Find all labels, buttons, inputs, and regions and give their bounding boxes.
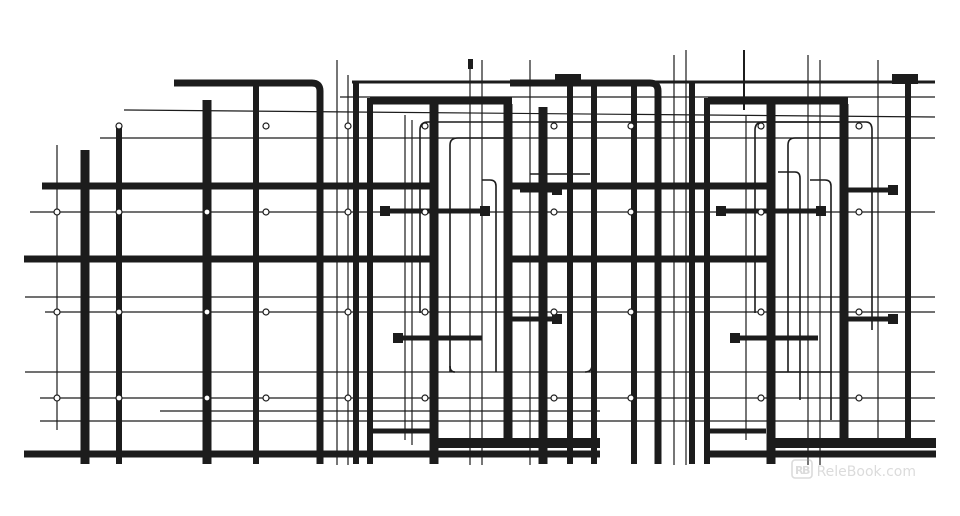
valve-marker bbox=[262, 394, 270, 402]
valve-marker bbox=[344, 122, 352, 130]
svg-text:R: R bbox=[795, 464, 804, 477]
loop-routes bbox=[419, 121, 873, 420]
main-vertical-pipes bbox=[80, 100, 849, 464]
valve-marker bbox=[115, 308, 123, 316]
valve-marker bbox=[421, 208, 429, 216]
valve-marker bbox=[627, 394, 635, 402]
valve-marker bbox=[203, 394, 211, 402]
valve-marker bbox=[550, 394, 558, 402]
fitting-block bbox=[892, 74, 918, 84]
rb-logo-icon: R B bbox=[790, 459, 813, 484]
bent-pipe bbox=[174, 79, 324, 464]
valve-marker bbox=[550, 208, 558, 216]
thin-horizontal-lines bbox=[25, 96, 936, 422]
loop-route bbox=[449, 137, 505, 372]
fitting-block bbox=[393, 333, 403, 343]
valve-marker bbox=[855, 308, 863, 316]
fitting-block bbox=[816, 206, 826, 216]
valve-marker bbox=[421, 122, 429, 130]
loop-route bbox=[778, 171, 801, 400]
valve-marker bbox=[550, 122, 558, 130]
watermark: R B ReleBook.com bbox=[790, 459, 916, 484]
fitting-block bbox=[888, 185, 898, 195]
valve-marker bbox=[757, 308, 765, 316]
valve-marker bbox=[344, 208, 352, 216]
valve-marker bbox=[627, 208, 635, 216]
loop-route bbox=[419, 121, 842, 313]
valve-marker bbox=[53, 308, 61, 316]
valve-markers bbox=[53, 122, 863, 402]
valve-marker bbox=[53, 394, 61, 402]
valve-marker bbox=[262, 308, 270, 316]
valve-marker bbox=[757, 122, 765, 130]
fittings bbox=[380, 59, 918, 343]
fitting-block bbox=[552, 314, 562, 324]
valve-marker bbox=[53, 208, 61, 216]
valve-marker bbox=[550, 308, 558, 316]
branch-pipes bbox=[372, 187, 898, 434]
fitting-block bbox=[555, 74, 581, 84]
secondary-vertical-pipes bbox=[116, 78, 911, 464]
valve-marker bbox=[421, 308, 429, 316]
valve-marker bbox=[855, 122, 863, 130]
valve-marker bbox=[757, 394, 765, 402]
valve-marker bbox=[627, 122, 635, 130]
loop-route bbox=[787, 137, 842, 372]
valve-marker bbox=[262, 122, 270, 130]
valve-marker bbox=[115, 394, 123, 402]
valve-marker bbox=[855, 394, 863, 402]
fitting-block bbox=[552, 185, 562, 195]
fitting-block bbox=[480, 206, 490, 216]
bent-pipe bbox=[510, 79, 662, 464]
fitting-block bbox=[888, 314, 898, 324]
loop-route bbox=[449, 365, 456, 373]
valve-marker bbox=[855, 208, 863, 216]
pipe-network bbox=[24, 50, 936, 465]
svg-text:B: B bbox=[802, 464, 810, 477]
loop-route bbox=[482, 179, 497, 372]
valve-marker bbox=[757, 208, 765, 216]
valve-marker bbox=[262, 208, 270, 216]
valve-marker bbox=[627, 308, 635, 316]
main-horizontal-pipes bbox=[24, 80, 936, 458]
valve-marker bbox=[421, 394, 429, 402]
valve-marker bbox=[115, 208, 123, 216]
watermark-text: ReleBook.com bbox=[816, 463, 916, 480]
valve-marker bbox=[115, 122, 123, 130]
fitting-block bbox=[380, 206, 390, 216]
valve-marker bbox=[203, 208, 211, 216]
fitting-block bbox=[468, 59, 473, 69]
loop-route bbox=[754, 121, 873, 330]
valve-marker bbox=[203, 308, 211, 316]
valve-marker bbox=[344, 394, 352, 402]
valve-marker bbox=[344, 308, 352, 316]
fitting-block bbox=[716, 206, 726, 216]
fitting-block bbox=[730, 333, 740, 343]
loop-route bbox=[810, 179, 832, 420]
